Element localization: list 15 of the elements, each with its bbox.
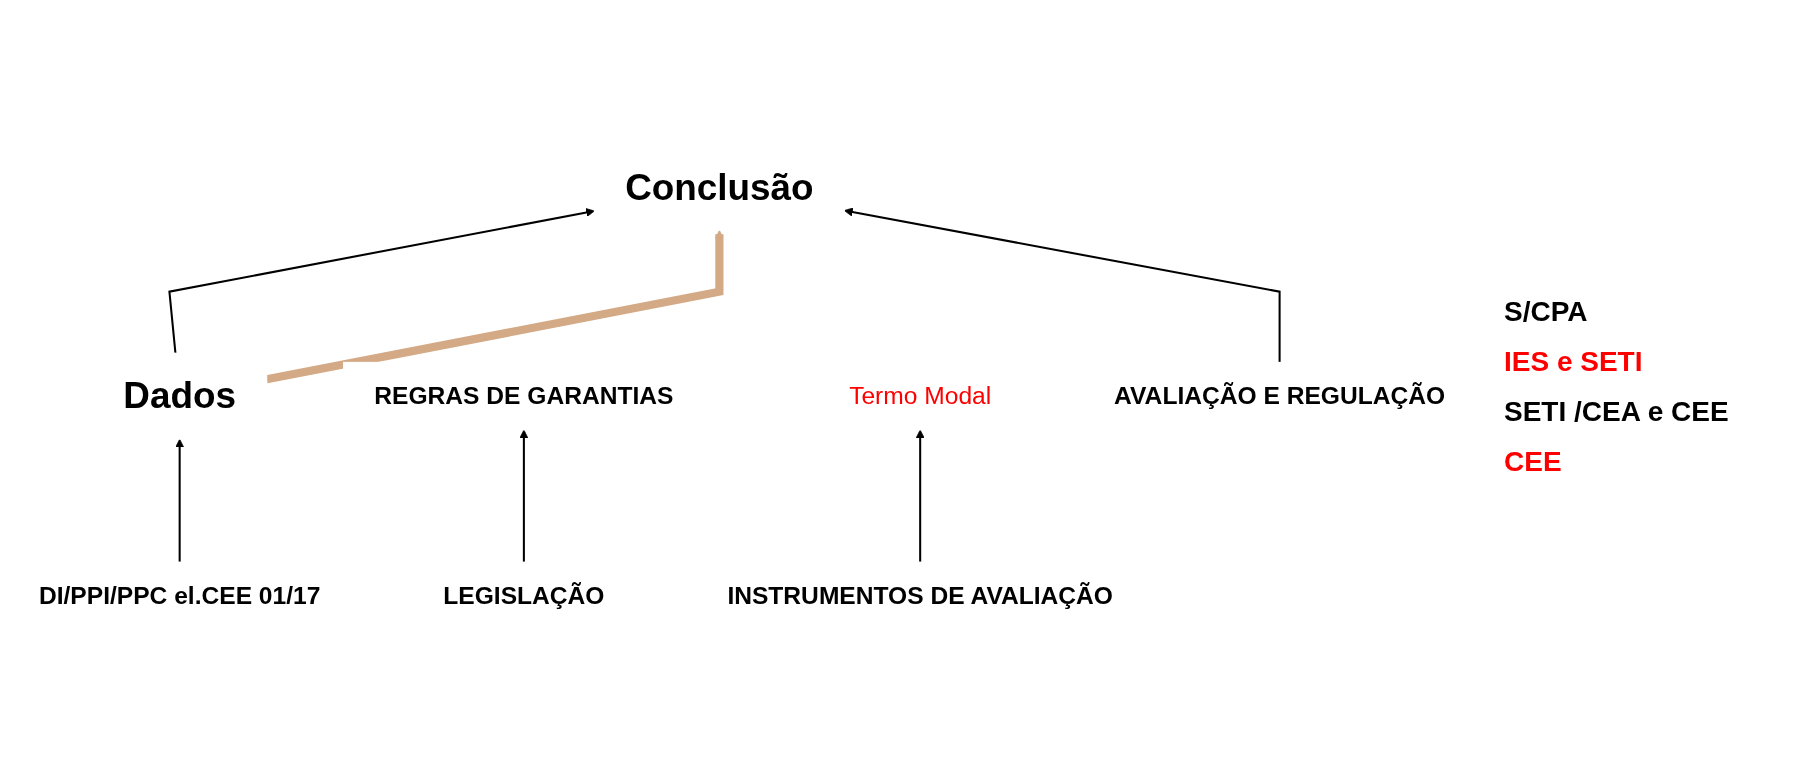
arrow — [175, 438, 185, 563]
node-text: Dados — [123, 374, 237, 417]
node-text: DI/PPI/PPC el.CEE 01/17 — [38, 581, 321, 610]
node-text: INSTRUMENTOS DE AVALIAÇÃO — [727, 581, 1113, 610]
arrow — [519, 429, 529, 563]
arrow — [915, 429, 925, 563]
bracket-label: IES e SETI — [1504, 346, 1644, 378]
node-text: LEGISLAÇÃO — [443, 581, 605, 610]
node-text: Conclusão — [625, 165, 814, 208]
node-text: AVALIAÇÃO E REGULAÇÃO — [1114, 381, 1446, 410]
bracket-label: SETI /CEA e CEE — [1504, 396, 1730, 428]
bracket-label: S/CPA — [1504, 296, 1589, 328]
arrow — [168, 208, 595, 354]
bracket-label: CEE — [1504, 446, 1563, 478]
node-text: Termo Modal — [849, 381, 992, 410]
